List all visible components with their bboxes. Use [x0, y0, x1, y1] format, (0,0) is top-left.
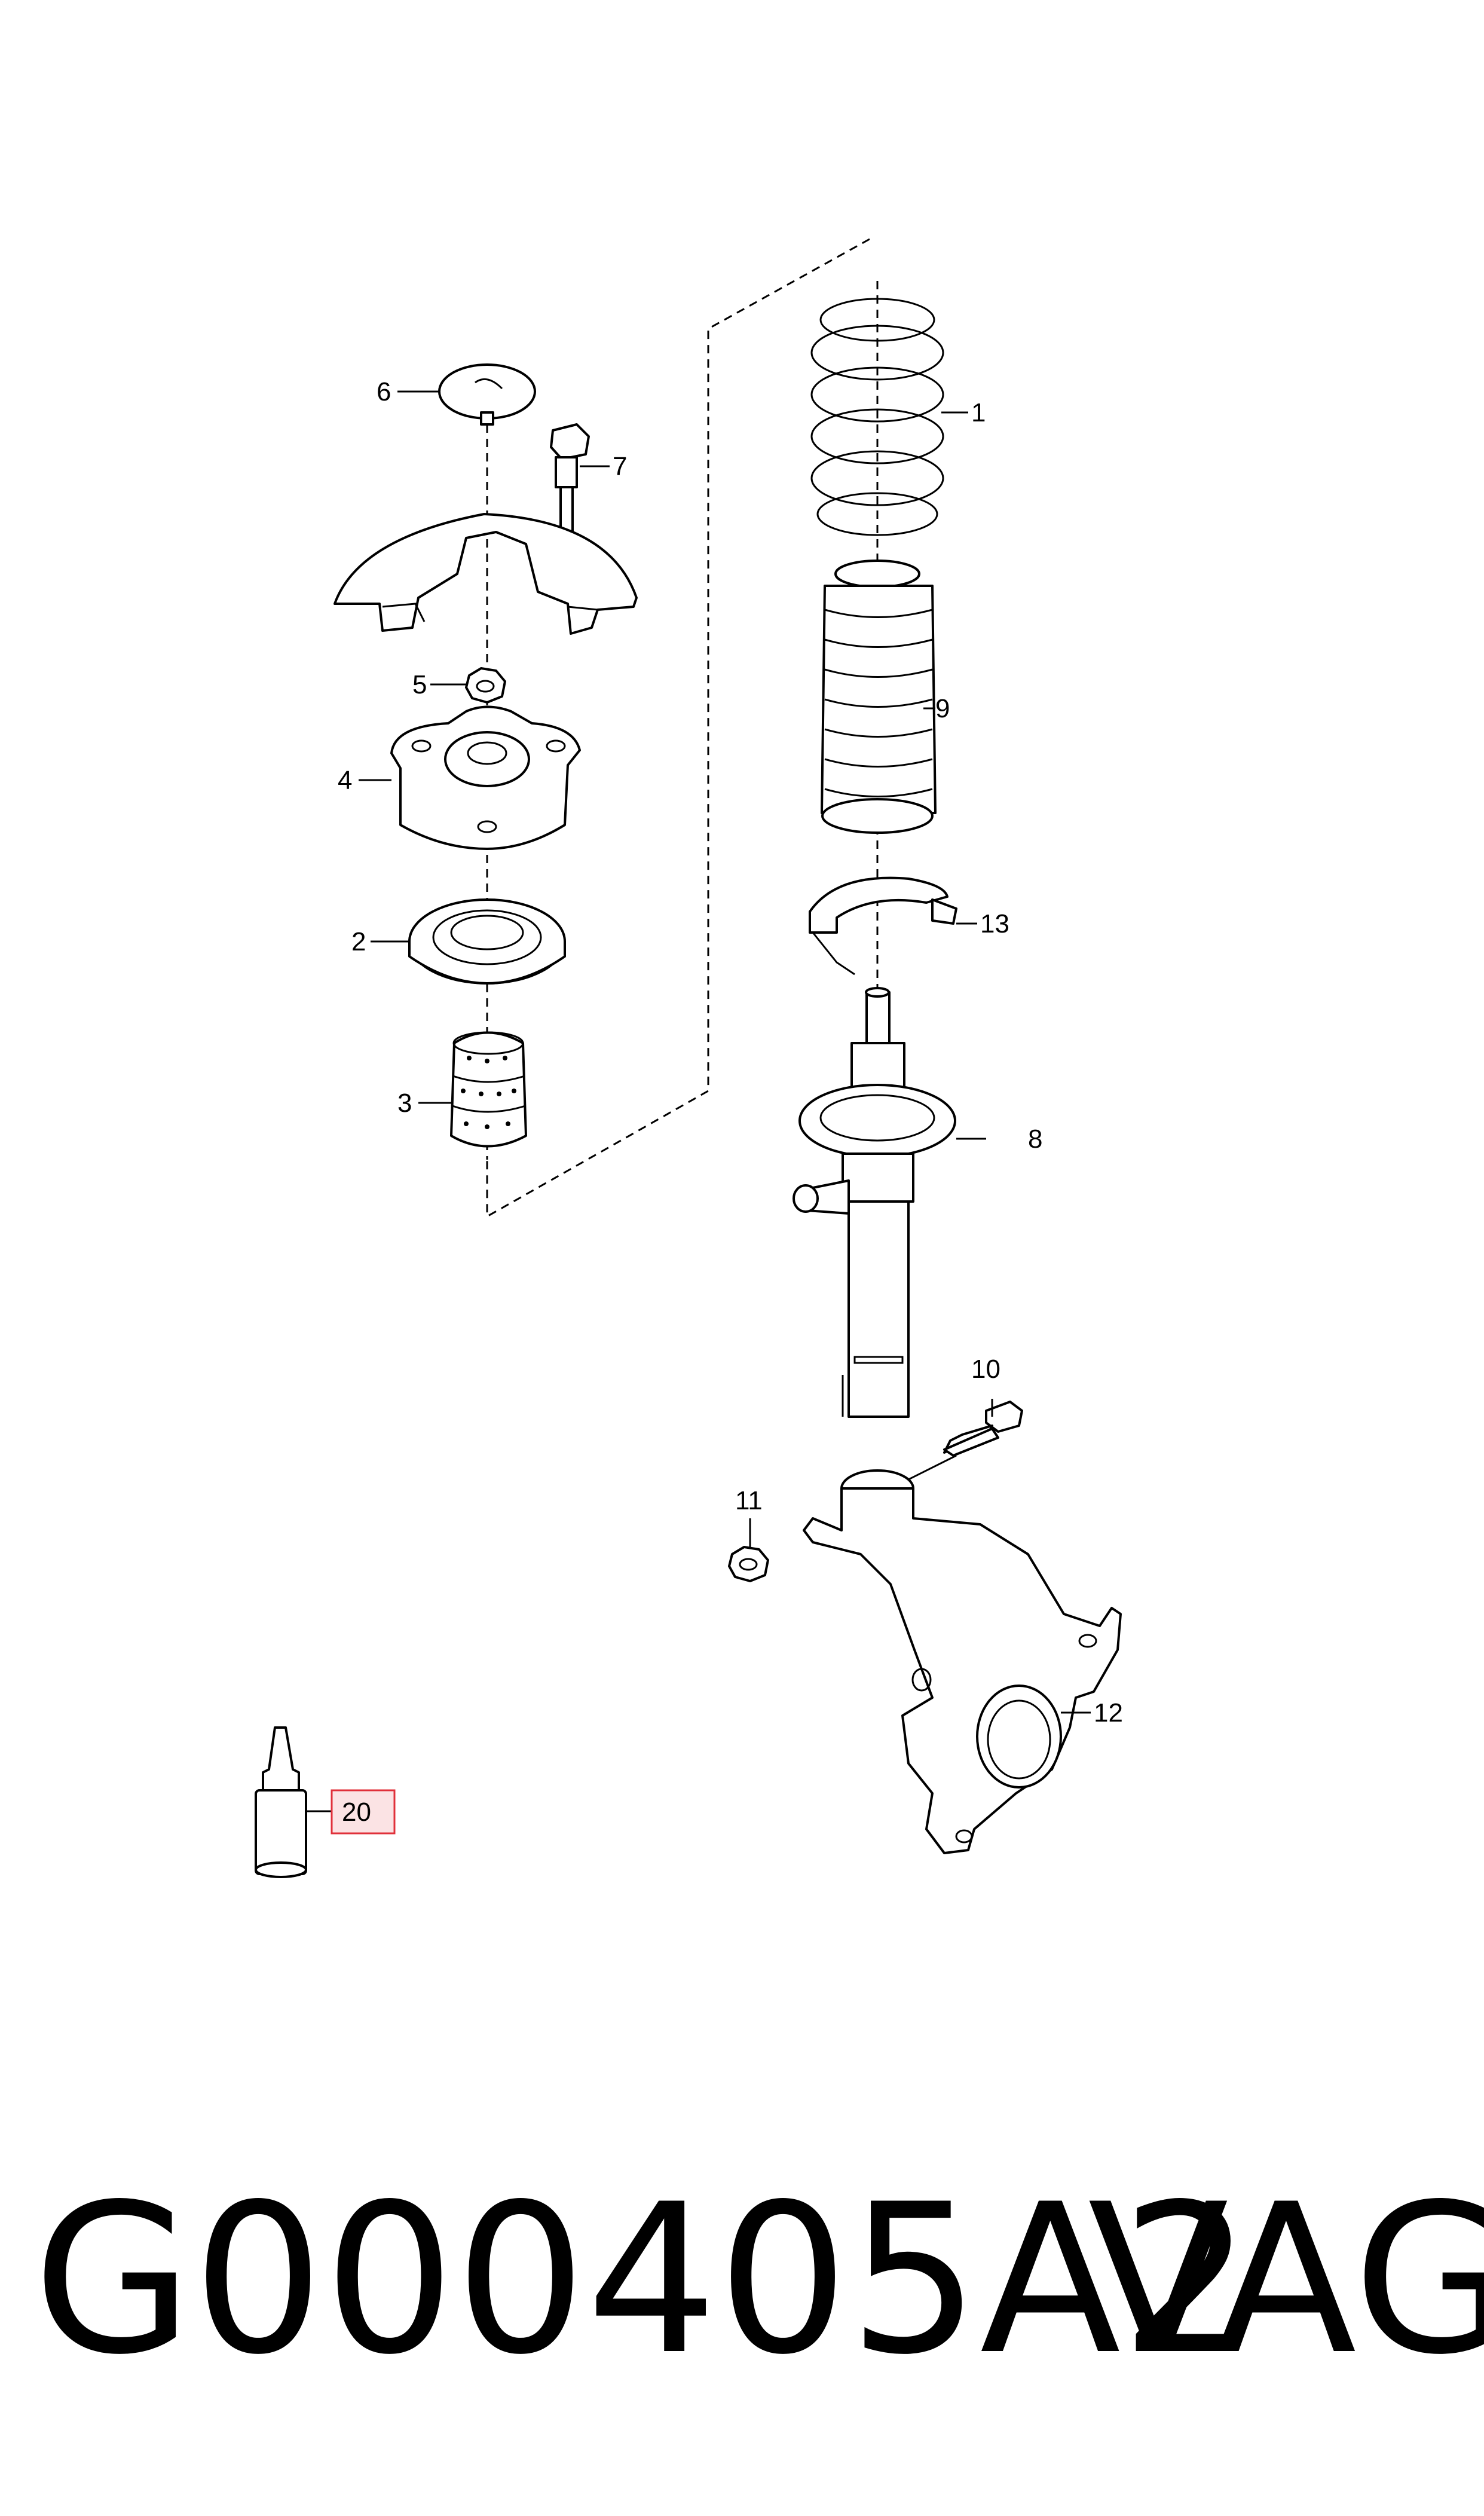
callout-5: 5 [412, 670, 427, 699]
callout-10: 10 [971, 1355, 1000, 1384]
part-11-nut-icon [728, 1546, 769, 1582]
part-20-grease-tube-icon [255, 1726, 307, 1878]
part-10-bolt-icon [943, 1401, 1023, 1457]
part-1-coil-spring-icon [810, 298, 944, 536]
part-9-dust-boot-icon [821, 560, 937, 834]
callout-7: 7 [613, 452, 627, 481]
callout-8: 8 [1028, 1124, 1042, 1154]
callout-4: 4 [338, 766, 352, 795]
part-4-strut-mount-icon [390, 705, 581, 850]
part-13-spring-seat-icon [809, 876, 957, 976]
callout-20-highlight-box [331, 1789, 396, 1835]
part-5-nut-icon [465, 667, 506, 704]
callout-9: 9 [935, 694, 950, 723]
leader-bolt-axis [908, 1454, 957, 1481]
part-8-strut-icon [793, 987, 956, 1418]
footer: G000405A2 VAG [0, 2149, 1484, 2412]
part-6-cap-icon [438, 363, 536, 426]
callout-20: 20 [342, 1797, 371, 1827]
callout-2: 2 [351, 927, 366, 956]
part-12-steering-knuckle-icon [803, 1469, 1122, 1854]
callout-6: 6 [377, 377, 391, 406]
brand-name: VAG [1088, 2160, 1484, 2400]
strut-top-cover-icon [333, 513, 638, 635]
callout-3: 3 [397, 1089, 412, 1118]
part-2-bearing-icon [408, 898, 566, 985]
callout-12: 12 [1094, 1698, 1123, 1728]
callout-11: 11 [735, 1486, 763, 1515]
callout-1: 1 [971, 398, 986, 427]
callout-13: 13 [980, 909, 1009, 938]
part-3-bump-stop-icon [450, 1031, 527, 1148]
assembly-frame-line [486, 238, 870, 1218]
part-code: G000405A2 [33, 2160, 1252, 2400]
